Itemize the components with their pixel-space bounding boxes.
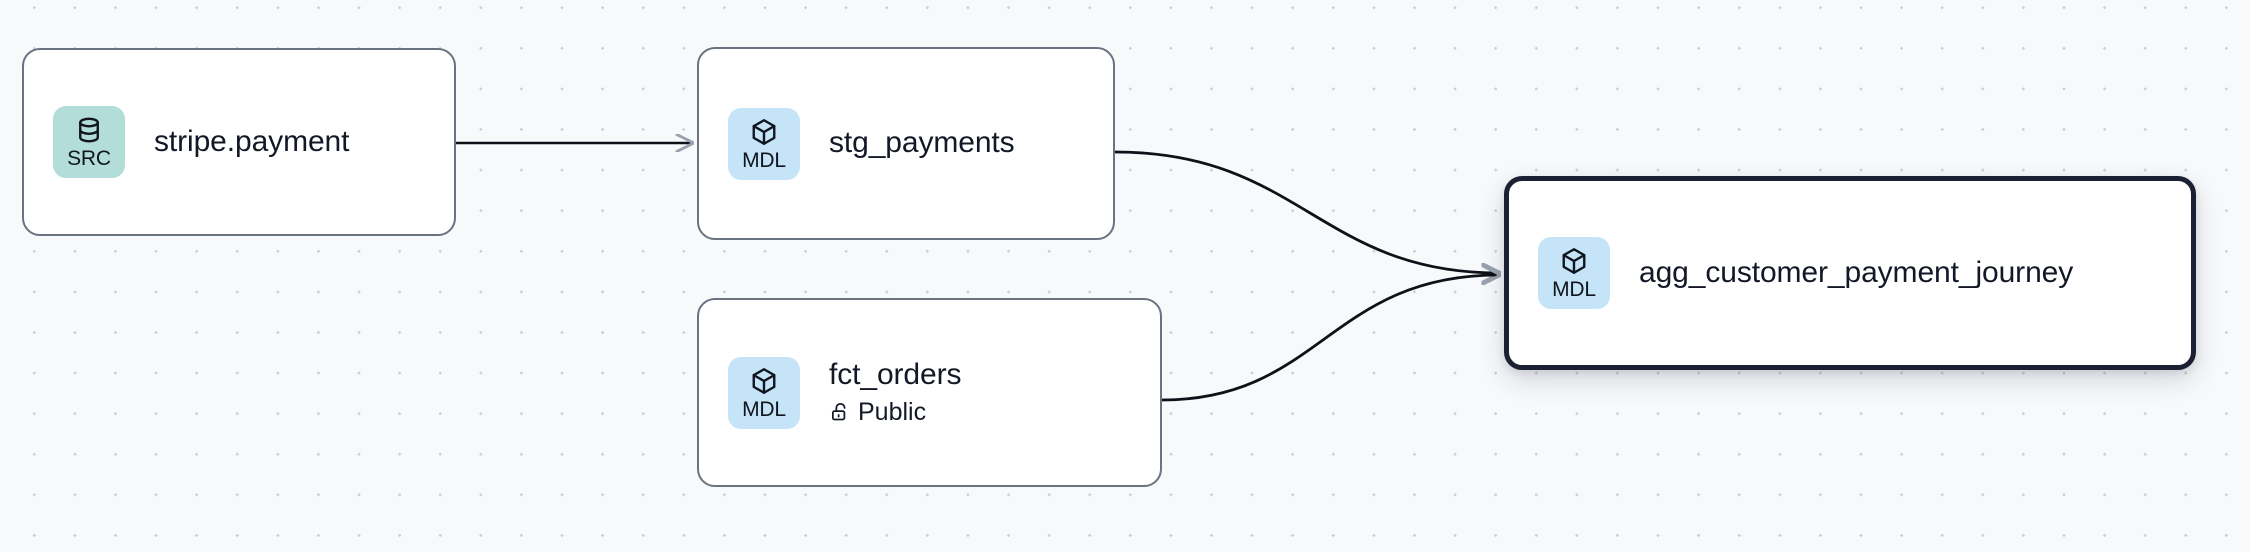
node-agg-customer-payment-journey[interactable]: MDL agg_customer_payment_journey — [1504, 176, 2196, 370]
node-title: stripe.payment — [154, 124, 350, 158]
node-title: stg_payments — [829, 126, 1015, 160]
cube-icon — [1559, 246, 1589, 276]
badge-label: MDL — [742, 397, 786, 421]
node-title: agg_customer_payment_journey — [1639, 255, 2074, 289]
cube-icon — [749, 117, 779, 147]
database-icon — [74, 115, 104, 145]
source-badge: SRC — [53, 106, 125, 178]
model-badge: MDL — [1538, 237, 1610, 309]
node-body: stripe.payment — [154, 125, 349, 160]
node-stripe-payment[interactable]: SRC stripe.payment — [22, 48, 456, 236]
node-body: agg_customer_payment_journey — [1639, 256, 2073, 291]
visibility-label: Public — [858, 398, 927, 427]
node-fct-orders[interactable]: MDL fct_orders Public — [697, 298, 1162, 487]
badge-label: MDL — [1552, 278, 1596, 301]
model-badge: MDL — [728, 107, 800, 180]
node-body: stg_payments — [829, 126, 1015, 161]
unlock-icon — [829, 401, 851, 423]
node-title: fct_orders — [829, 358, 962, 392]
model-badge: MDL — [728, 356, 800, 429]
edge-fct-orders-to-agg-journey — [1161, 275, 1499, 402]
node-body: fct_orders Public — [829, 358, 961, 427]
edge-stg-payments-to-agg-journey — [1114, 150, 1499, 273]
visibility-badge: Public — [829, 398, 961, 427]
cube-icon — [749, 366, 779, 396]
node-stg-payments[interactable]: MDL stg_payments — [697, 47, 1115, 240]
badge-label: MDL — [742, 148, 786, 172]
badge-label: SRC — [67, 147, 111, 170]
